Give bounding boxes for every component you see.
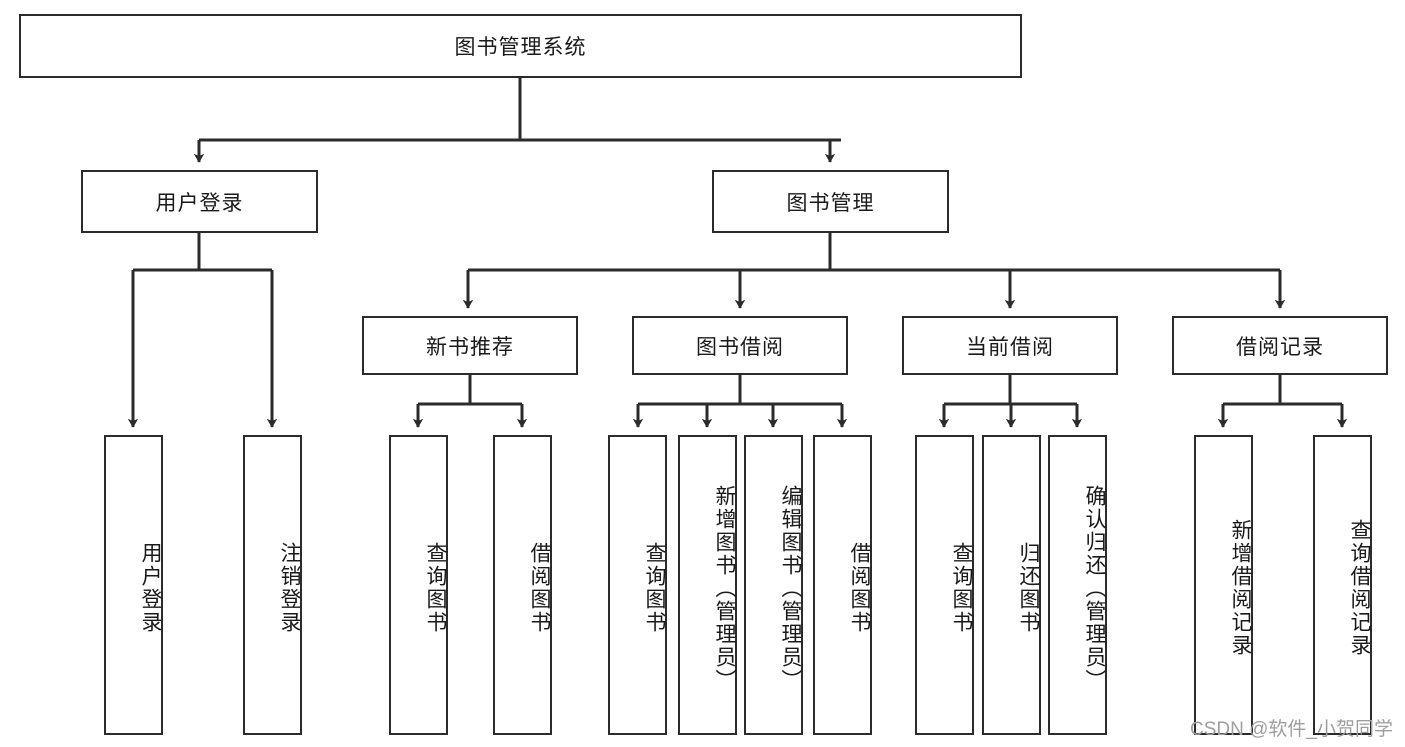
watermark-text: CSDN @软件_小贺同学 [1190,719,1393,740]
node-leaf-return-book[interactable]: 归还图书 [982,435,1041,735]
node-book-borrow[interactable]: 图书借阅 [632,316,848,375]
node-current-borrow[interactable]: 当前借阅 [902,316,1118,375]
node-leaf-add-record[interactable]: 新增借阅记录 [1194,435,1253,735]
node-leaf-user-logout-label: 注销登录 [278,542,301,634]
node-leaf-query-book-2[interactable]: 查询图书 [608,435,667,735]
node-new-book-recommend[interactable]: 新书推荐 [362,316,578,375]
node-leaf-edit-book[interactable]: 编辑图书（管理员） [744,435,803,735]
node-leaf-add-book[interactable]: 新增图书（管理员） [678,435,737,735]
node-leaf-user-logout[interactable]: 注销登录 [243,435,302,735]
node-root-label: 图书管理系统 [454,36,587,59]
node-book-borrow-label: 图书借阅 [696,335,784,359]
node-leaf-return-book-label: 归还图书 [1017,542,1040,634]
node-leaf-query-book-3[interactable]: 查询图书 [915,435,974,735]
node-leaf-add-book-label: 新增图书（管理员） [713,484,736,692]
node-book-management-label: 图书管理 [786,191,875,215]
node-leaf-query-book-3-label: 查询图书 [950,542,973,634]
node-borrow-record-label: 借阅记录 [1236,335,1324,359]
node-leaf-borrow-book-1-label: 借阅图书 [528,542,551,634]
node-root[interactable]: 图书管理系统 [19,14,1022,78]
node-current-borrow-label: 当前借阅 [966,335,1054,359]
node-user-login[interactable]: 用户登录 [81,170,318,233]
node-leaf-query-record[interactable]: 查询借阅记录 [1313,435,1372,735]
node-leaf-user-login-label: 用户登录 [139,542,162,634]
node-leaf-borrow-book-2-label: 借阅图书 [848,542,871,634]
node-leaf-borrow-book-2[interactable]: 借阅图书 [813,435,872,735]
node-leaf-query-book-1[interactable]: 查询图书 [389,435,448,735]
node-leaf-borrow-book-1[interactable]: 借阅图书 [493,435,552,735]
node-leaf-confirm-return-label: 确认归还（管理员） [1083,484,1106,692]
node-borrow-record[interactable]: 借阅记录 [1172,316,1388,375]
node-leaf-user-login[interactable]: 用户登录 [104,435,163,735]
node-new-book-recommend-label: 新书推荐 [426,335,514,359]
node-leaf-add-record-label: 新增借阅记录 [1229,519,1252,657]
node-book-management[interactable]: 图书管理 [712,170,949,233]
node-leaf-query-book-2-label: 查询图书 [643,542,666,634]
node-leaf-edit-book-label: 编辑图书（管理员） [779,484,802,692]
node-leaf-query-record-label: 查询借阅记录 [1348,519,1371,657]
node-user-login-label: 用户登录 [155,191,244,215]
node-leaf-confirm-return[interactable]: 确认归还（管理员） [1048,435,1107,735]
node-leaf-query-book-1-label: 查询图书 [424,542,447,634]
